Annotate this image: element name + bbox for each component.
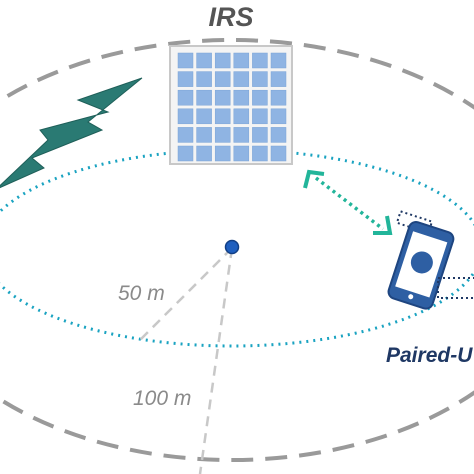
irs-element: [214, 127, 231, 143]
irs-element: [233, 145, 250, 162]
irs-label: IRS: [208, 2, 253, 32]
irs-element: [252, 71, 268, 87]
irs-element: [196, 71, 212, 87]
irs-element: [214, 145, 231, 162]
irs-element: [177, 89, 194, 106]
irs-element: [270, 108, 287, 125]
user-label: Paired-U: [386, 344, 473, 367]
irs-element: [214, 71, 231, 87]
irs-element: [196, 127, 212, 143]
double-arrow-icon: [303, 169, 393, 235]
irs-element: [233, 108, 250, 125]
irs-panel-icon: [169, 45, 293, 165]
irs-element: [252, 89, 268, 106]
irs-element: [233, 52, 250, 69]
irs-element: [214, 108, 231, 125]
irs-element: [214, 52, 231, 69]
irs-element: [196, 108, 212, 125]
irs-element: [252, 52, 268, 69]
irs-element: [177, 127, 194, 143]
irs-element: [177, 71, 194, 87]
irs-element: [177, 52, 194, 69]
inner-radius-label: 50 m: [118, 282, 165, 305]
irs-element: [270, 145, 287, 162]
irs-element: [196, 89, 212, 106]
irs-element: [252, 127, 268, 143]
irs-element: [270, 127, 287, 143]
outer-radius-label: 100 m: [133, 387, 191, 410]
irs-element: [233, 71, 250, 87]
phone-icon: [387, 210, 455, 310]
irs-element: [196, 52, 212, 69]
irs-element: [270, 71, 287, 87]
irs-element: [270, 89, 287, 106]
irs-element: [270, 52, 287, 69]
base-station-dot: [224, 239, 240, 255]
inner-radius-line: [139, 247, 233, 341]
outer-radius-line: [198, 247, 234, 474]
irs-element: [177, 145, 194, 162]
irs-element: [214, 89, 231, 106]
irs-element: [177, 108, 194, 125]
irs-element: [252, 145, 268, 162]
irs-element: [196, 145, 212, 162]
irs-element: [233, 127, 250, 143]
irs-element: [252, 108, 268, 125]
irs-element: [233, 89, 250, 106]
phone-frame-outline: [437, 277, 474, 299]
outer-ring: [0, 38, 474, 462]
lightning-bolt-icon: [0, 77, 143, 189]
